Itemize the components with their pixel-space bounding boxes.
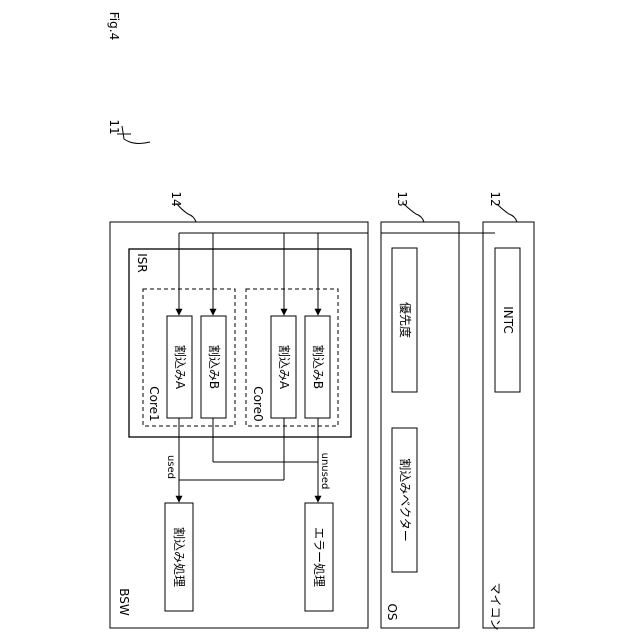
os-box bbox=[381, 222, 459, 628]
ref-12: 12 bbox=[488, 189, 502, 209]
ref-11-leader bbox=[122, 126, 150, 143]
core0-interrupt-b-label: 割込みB bbox=[310, 327, 326, 407]
ref-13: 13 bbox=[395, 189, 409, 209]
interrupt-processing-label: 割込み処理 bbox=[171, 507, 187, 607]
core0-label: Core0 bbox=[251, 382, 265, 426]
bsw-label: BSW bbox=[117, 584, 131, 620]
ref-14: 14 bbox=[169, 189, 183, 209]
error-processing-label: エラー処理 bbox=[311, 507, 327, 607]
isr-label: ISR bbox=[135, 249, 149, 277]
core1-label: Core1 bbox=[147, 382, 161, 426]
interrupt-vector-label: 割込みベクター bbox=[397, 440, 413, 560]
core1-interrupt-b-label: 割込みB bbox=[206, 327, 222, 407]
os-label: OS bbox=[385, 598, 399, 626]
mcu-label: マイコン bbox=[488, 581, 505, 633]
figure-label: Fig.4 bbox=[107, 8, 121, 44]
priority-label: 優先度 bbox=[397, 280, 413, 360]
unused-label: unused bbox=[317, 446, 331, 496]
core0-interrupt-a-label: 割込みA bbox=[276, 327, 292, 407]
intc-label: INTC bbox=[500, 280, 516, 360]
used-label: used bbox=[163, 447, 177, 487]
ref-11: 11 bbox=[107, 117, 121, 137]
core1-interrupt-a-label: 割込みA bbox=[172, 327, 188, 407]
